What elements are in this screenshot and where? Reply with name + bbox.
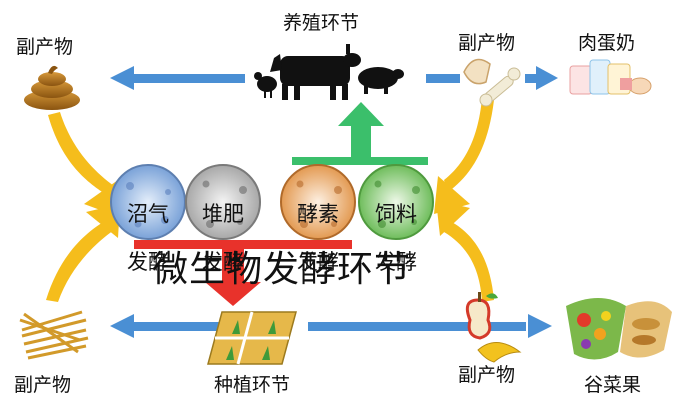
diagram-title: 微生物发酵环节 (152, 249, 412, 290)
straw-icon (19, 310, 89, 360)
circle-compost-label: 堆肥 发酵 (188, 178, 258, 298)
circle-compost-line2: 发酵 (202, 250, 244, 274)
products-bottom-label: 谷菜果 (584, 374, 642, 396)
yellow-arrow-bottom-left (46, 204, 120, 302)
yellow-arrow-bottom-right (436, 200, 494, 302)
circle-biogas-line1: 沼气 (127, 202, 169, 226)
eggshell-bone-icon (463, 58, 521, 107)
circle-biogas-label: 沼气 发酵 (113, 178, 183, 298)
stage-planting-label: 种植环节 (214, 374, 291, 396)
circle-compost (185, 164, 261, 240)
byproduct-top-left-label: 副产物 (16, 36, 74, 58)
circle-biogas-line2: 发酵 (127, 250, 169, 274)
stage-breeding-label: 养殖环节 (283, 12, 360, 34)
green-arrow-up (292, 102, 428, 165)
arrow-top-right (426, 66, 558, 90)
arrow-top-left (110, 66, 245, 90)
grains-veg-fruit-icon (566, 298, 672, 360)
circle-feed-label: 饲料 发酵 (361, 178, 431, 298)
circle-feed-line2: 发酵 (375, 250, 417, 274)
red-arrow-down (134, 240, 352, 306)
arrow-bottom-right (308, 314, 552, 338)
circle-enzyme (280, 164, 356, 240)
circle-enzyme-line2: 发酵 (297, 250, 339, 274)
circle-enzyme-label: 酵素 发酵 (283, 178, 353, 298)
circle-feed-line1: 饲料 (375, 202, 417, 226)
arrow-bottom-left (110, 314, 220, 338)
circle-compost-line1: 堆肥 (202, 202, 244, 226)
circle-enzyme-line1: 酵素 (297, 202, 339, 226)
field-icon (207, 311, 297, 365)
byproduct-bottom-right-label: 副产物 (458, 364, 516, 386)
products-top-label: 肉蛋奶 (578, 32, 636, 54)
circle-feed (358, 164, 434, 240)
byproduct-top-right-label: 副产物 (458, 32, 516, 54)
yellow-arrow-top-right (434, 98, 494, 214)
manure-icon (24, 65, 80, 110)
fruit-waste-icon (465, 292, 522, 363)
byproduct-bottom-left-label: 副产物 (14, 374, 72, 396)
circle-biogas (110, 164, 186, 240)
meat-egg-milk-icon (569, 59, 652, 95)
livestock-icon (254, 44, 404, 100)
